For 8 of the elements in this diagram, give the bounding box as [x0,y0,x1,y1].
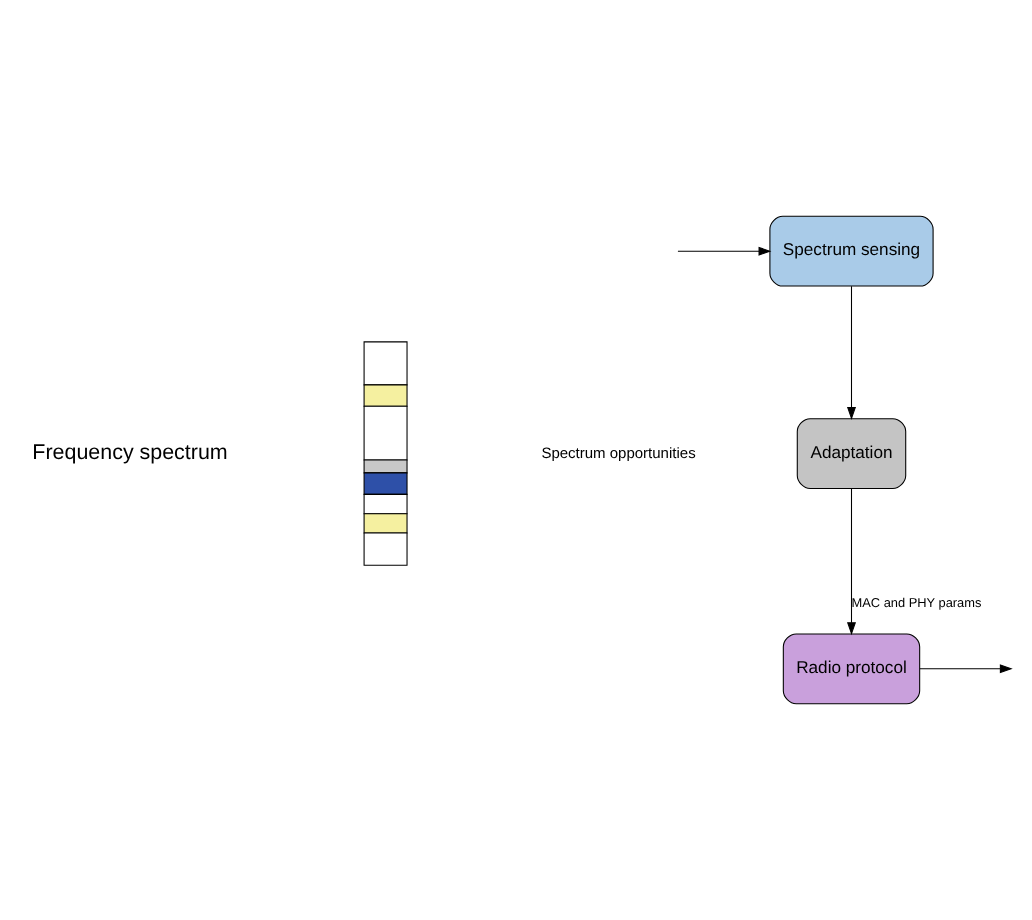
arrow [847,488,856,636]
node-box: Radio protocol [782,633,921,705]
arrow [677,246,772,256]
label: Frequency spectrum [32,440,228,465]
node-box: Adaptation [796,418,907,489]
node-box: Spectrum sensing [769,215,934,287]
arrow [847,285,856,420]
arrow [919,664,1013,674]
